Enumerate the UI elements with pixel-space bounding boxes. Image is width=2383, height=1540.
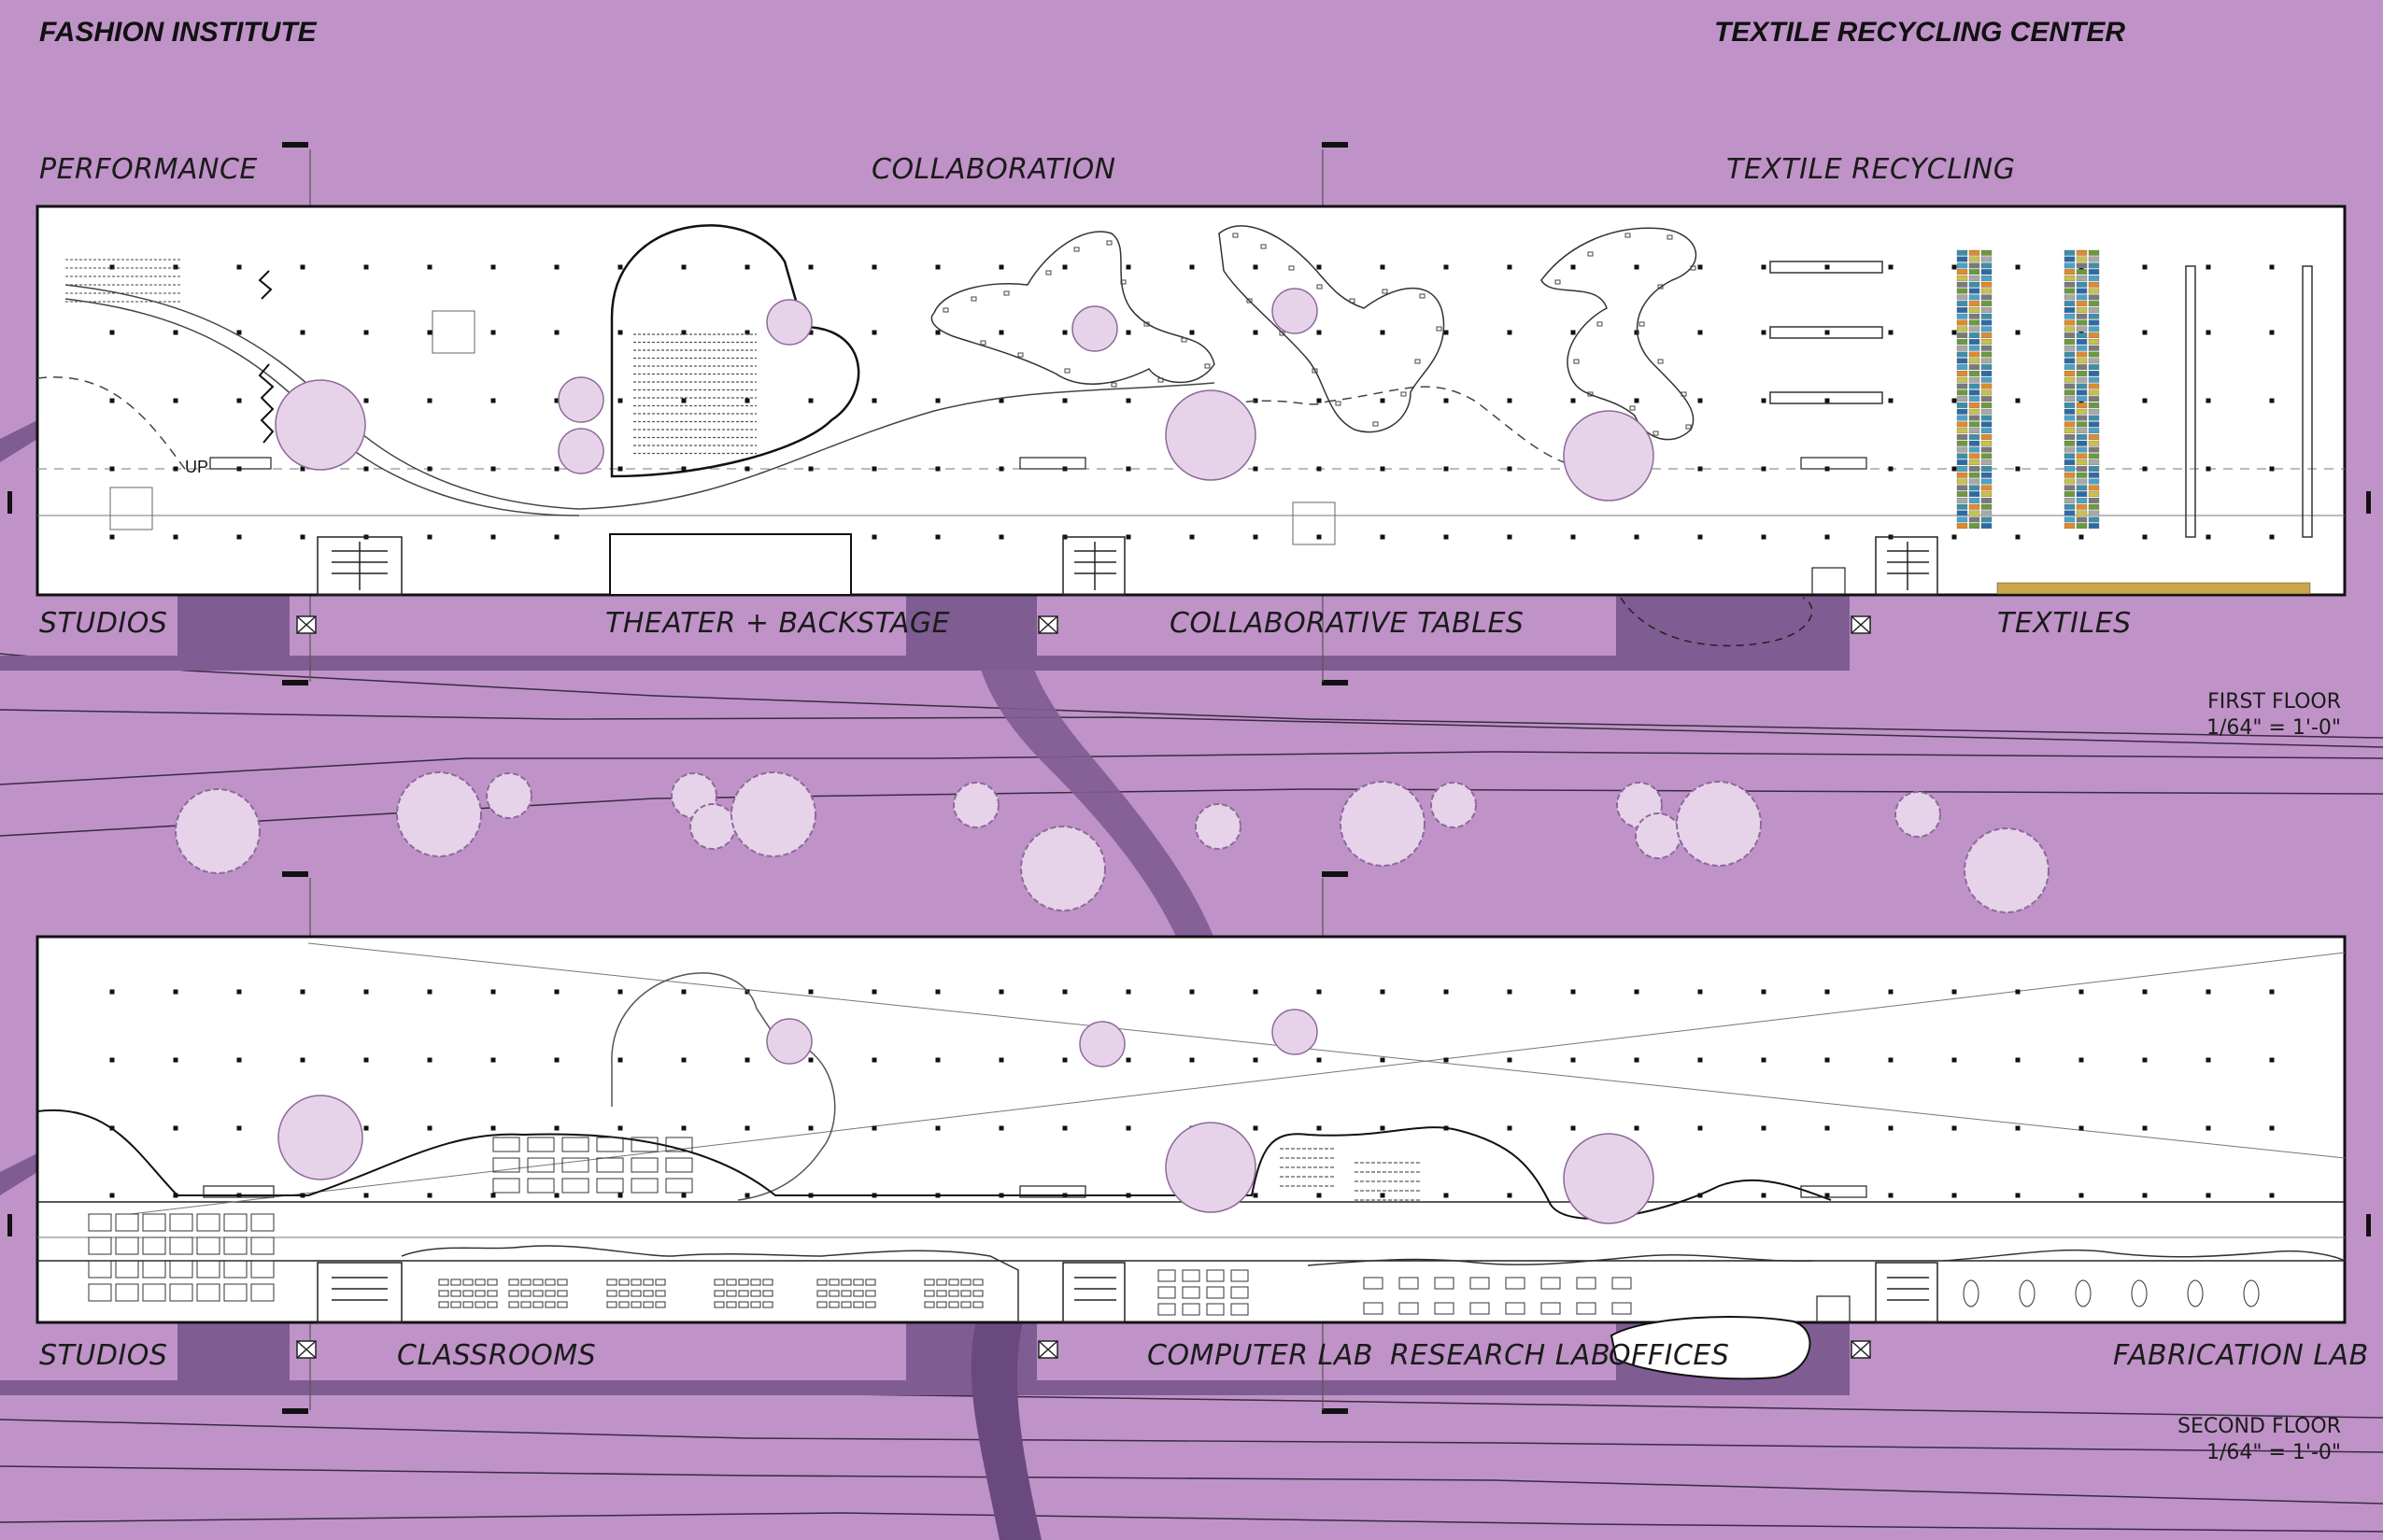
tree-icon	[1563, 410, 1654, 502]
tree-icon	[1071, 305, 1118, 352]
tree-icon	[953, 782, 1000, 828]
room-label-research-lab: RESEARCH LAB	[1390, 1339, 1611, 1372]
room-label-theater-backstage: THEATER + BACKSTAGE	[605, 607, 951, 640]
tree-icon	[689, 803, 736, 850]
tree-icon	[766, 299, 813, 346]
title-fashion-institute: FASHION INSTITUTE	[39, 17, 317, 48]
tree-icon	[1676, 781, 1762, 867]
tree-icon	[1894, 791, 1941, 838]
textile-bin-row	[1996, 582, 2311, 595]
room-label-computer-lab: COMPUTER LAB	[1147, 1339, 1373, 1372]
zone-label-textile-recycling: TEXTILE RECYCLING	[1726, 153, 2016, 186]
theater-seating	[633, 333, 757, 455]
collaborative-tables	[930, 225, 1697, 441]
stair-core-icon	[317, 536, 1938, 596]
room-label-classrooms: CLASSROOMS	[397, 1339, 597, 1372]
second-floor-title: SECOND FLOOR 1/64" = 1'-0"	[2177, 1414, 2341, 1466]
floor-name: FIRST FLOOR	[2207, 690, 2341, 713]
tree-icon	[1020, 826, 1106, 911]
room-label-textiles: TEXTILES	[1997, 607, 2132, 640]
tree-icon	[766, 1018, 813, 1065]
room-label-collaborative-tables: COLLABORATIVE TABLES	[1170, 607, 1525, 640]
stair-core-icon	[317, 1262, 1938, 1323]
tree-icon	[1195, 803, 1241, 850]
room-label-offices: OFFICES	[1609, 1339, 1730, 1372]
floor-name: SECOND FLOOR	[2177, 1415, 2341, 1438]
room-label-fabrication-lab: FABRICATION LAB	[2113, 1339, 2369, 1372]
backstage	[609, 533, 852, 596]
tree-icon	[1340, 781, 1426, 867]
tree-icon	[175, 788, 261, 874]
tree-icon	[558, 376, 604, 423]
theater-outline	[610, 224, 860, 478]
site-trees	[175, 771, 2050, 913]
collaboration-chairs	[943, 233, 1696, 436]
tree-icon	[275, 379, 366, 471]
floor-scale: 1/64" = 1'-0"	[2206, 716, 2341, 740]
tree-icon	[558, 428, 604, 474]
site-path	[0, 420, 1214, 1540]
section-markers	[7, 142, 2371, 1414]
sorting-tables	[1769, 261, 2313, 538]
title-textile-recycling-center: TEXTILE RECYCLING CENTER	[1714, 17, 2126, 48]
tree-icon	[396, 771, 482, 857]
textile-rack-icon	[1956, 249, 2100, 530]
first-floor-plan: UP	[35, 205, 2347, 647]
tree-icon	[277, 1095, 363, 1180]
room-label-studios-first: STUDIOS	[39, 607, 168, 640]
tree-icon	[1964, 827, 2050, 913]
interior-trees	[275, 288, 1654, 502]
desks	[88, 1137, 2260, 1316]
tree-icon	[1563, 1133, 1654, 1224]
floor-scale: 1/64" = 1'-0"	[2206, 1441, 2341, 1464]
tree-icon	[1430, 782, 1477, 828]
paving-strips	[0, 596, 1850, 1395]
stair-label: UP	[185, 458, 208, 476]
tree-icon	[1271, 1009, 1318, 1055]
tree-icon	[1079, 1021, 1126, 1067]
tree-icon	[1271, 288, 1318, 334]
zone-label-performance: PERFORMANCE	[39, 153, 258, 186]
tree-icon	[731, 771, 816, 857]
first-floor-title: FIRST FLOOR 1/64" = 1'-0"	[2206, 689, 2341, 742]
room-label-studios-second: STUDIOS	[39, 1339, 168, 1372]
tree-icon	[486, 772, 532, 819]
tree-icon	[1635, 812, 1681, 859]
second-floor-plan	[35, 935, 2347, 1380]
performance-seating	[65, 259, 182, 303]
interior-trees	[277, 1009, 1654, 1224]
zone-label-collaboration: COLLABORATION	[872, 153, 1116, 186]
tree-icon	[1165, 1122, 1256, 1213]
tree-icon	[1165, 389, 1256, 481]
